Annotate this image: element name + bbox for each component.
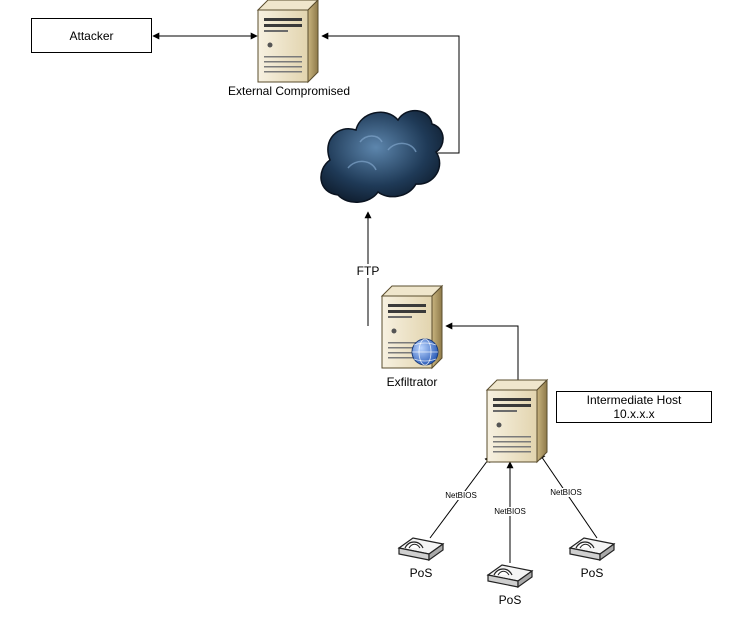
- exfiltrator-label: Exfiltrator: [386, 375, 438, 389]
- pos-terminal-icon-1[interactable]: [398, 537, 444, 561]
- pos-terminal-icon-2[interactable]: [487, 564, 533, 588]
- cloud-icon: [320, 110, 444, 203]
- external-server-icon[interactable]: [257, 0, 319, 83]
- intermediate-host-ip: 10.x.x.x: [613, 407, 655, 421]
- edge-intermediate-exfiltrator: [445, 322, 519, 380]
- intermediate-server-icon[interactable]: [486, 379, 548, 463]
- globe-icon: [411, 338, 439, 366]
- pos-label-1: PoS: [409, 566, 433, 580]
- edge-cloud-external: [321, 32, 460, 154]
- attacker-label: Attacker: [69, 28, 114, 43]
- ftp-label: FTP: [354, 264, 382, 278]
- pos-terminal-icon-3[interactable]: [569, 537, 615, 561]
- netbios-label-2: NetBIOS: [493, 507, 527, 516]
- pos-label-2: PoS: [498, 593, 522, 607]
- attacker-box[interactable]: Attacker: [31, 18, 152, 53]
- netbios-label-1: NetBIOS: [444, 491, 478, 500]
- netbios-label-3: NetBIOS: [549, 488, 583, 497]
- external-compromised-label: External Compromised: [227, 84, 351, 98]
- intermediate-host-box[interactable]: Intermediate Host 10.x.x.x: [556, 391, 712, 423]
- pos-label-3: PoS: [580, 566, 604, 580]
- intermediate-host-title: Intermediate Host: [586, 393, 682, 407]
- exfiltrator-server-icon[interactable]: [381, 285, 443, 369]
